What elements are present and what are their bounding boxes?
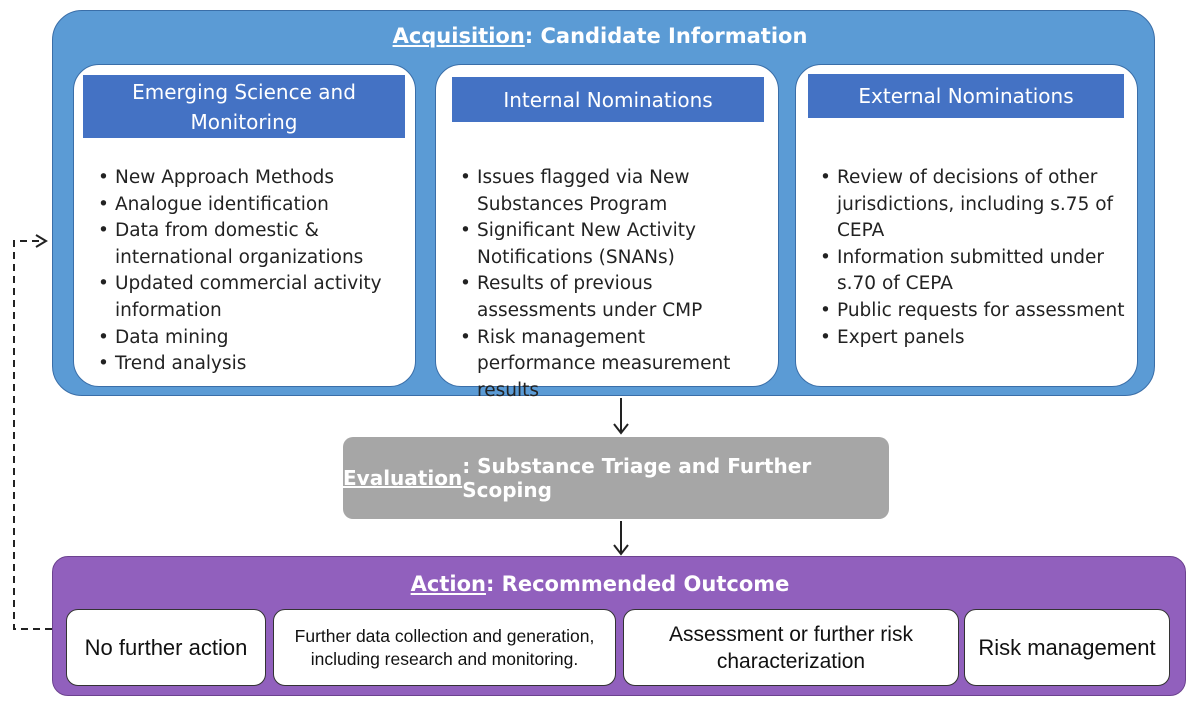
external-nominations-list: Review of decisions of other jurisdictio… [820,165,1125,351]
list-item: Risk management performance measurement … [460,325,765,405]
acquisition-title-rest: : Candidate Information [524,24,808,48]
list-item: Issues flagged via New Substances Progra… [460,165,765,218]
panel-heading-internal-nominations: Internal Nominations [452,77,764,122]
panel-heading-emerging-science: Emerging Science and Monitoring [83,75,405,138]
internal-nominations-list: Issues flagged via New Substances Progra… [460,165,765,404]
list-item: New Approach Methods [98,165,403,192]
list-item: Analogue identification [98,192,403,219]
feedback-loop-arrow [13,234,52,630]
evaluation-box: Evaluation: Substance Triage and Further… [343,437,889,519]
list-item: Results of previous assessments under CM… [460,271,765,324]
action-title-keyword: Action [410,572,486,596]
outcome-risk-management: Risk management [964,609,1170,686]
outcome-assessment: Assessment or further risk characterizat… [623,609,959,686]
evaluation-title-keyword: Evaluation [343,466,463,490]
list-item: Updated commercial activity information [98,271,403,324]
down-arrow-icon [613,398,629,435]
outcome-further-data-collection: Further data collection and generation, … [273,609,616,686]
list-item: Review of decisions of other jurisdictio… [820,165,1125,245]
acquisition-title: Acquisition: Candidate Information [0,24,1200,48]
acquisition-title-keyword: Acquisition [392,24,525,48]
list-item: Information submitted under s.70 of CEPA [820,245,1125,298]
list-item: Data from domestic & international organ… [98,218,403,271]
list-item: Significant New Activity Notifications (… [460,218,765,271]
panel-heading-external-nominations: External Nominations [808,74,1124,118]
action-title: Action: Recommended Outcome [0,572,1200,596]
list-item: Expert panels [820,325,1125,352]
down-arrow-icon [613,521,629,556]
action-title-rest: : Recommended Outcome [485,572,790,596]
list-item: Public requests for assessment [820,298,1125,325]
evaluation-title-rest: : Substance Triage and Further Scoping [462,454,812,502]
outcome-no-further-action: No further action [66,609,266,686]
emerging-science-list: New Approach Methods Analogue identifica… [98,165,403,378]
list-item: Trend analysis [98,351,403,378]
list-item: Data mining [98,325,403,352]
